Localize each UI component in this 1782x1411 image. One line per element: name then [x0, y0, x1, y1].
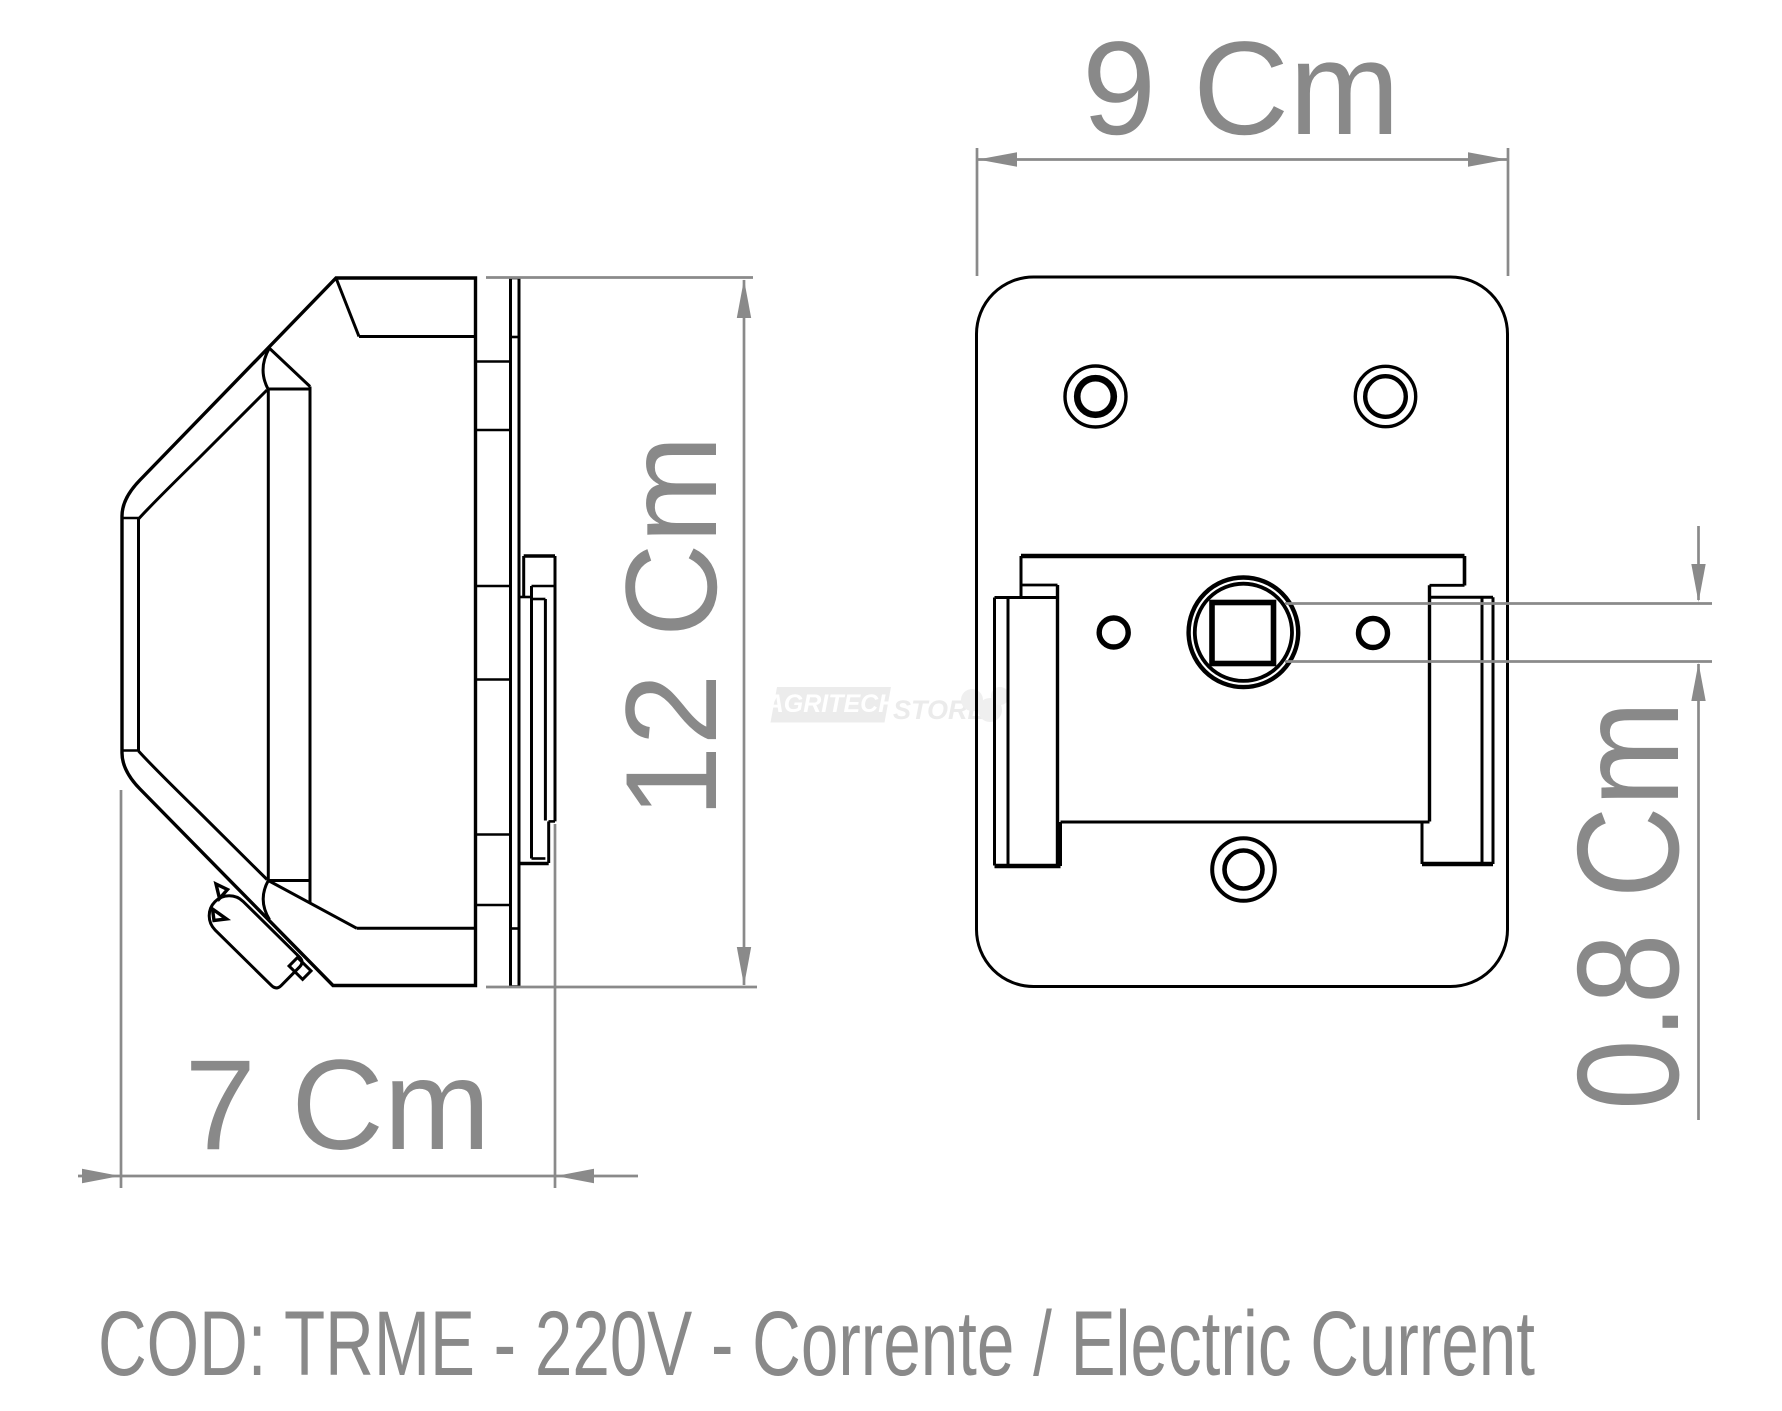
svg-text:7 Cm: 7 Cm — [185, 1034, 491, 1177]
svg-text:AGRITECH: AGRITECH — [765, 690, 898, 718]
svg-text:9 Cm: 9 Cm — [1082, 15, 1400, 163]
svg-text:0.8 Cm: 0.8 Cm — [1547, 701, 1709, 1110]
svg-text:COD: TRME - 220V - Corrente /: COD: TRME - 220V - Corrente / Electric C… — [98, 1293, 1535, 1395]
svg-text:12 Cm: 12 Cm — [598, 435, 744, 818]
